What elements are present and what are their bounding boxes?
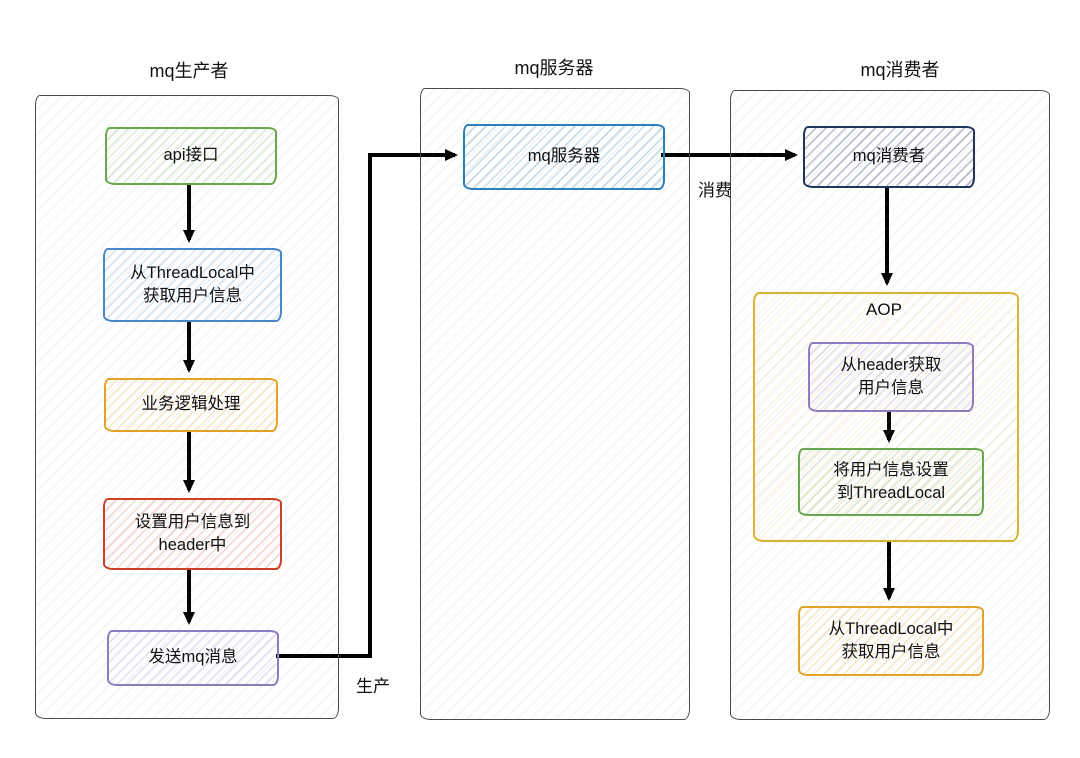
node-final-get-threadlocal: 从ThreadLocal中 获取用户信息 xyxy=(798,606,984,676)
node-set-header: 设置用户信息到 header中 xyxy=(103,498,282,570)
consumer-frame xyxy=(730,90,1050,720)
node-mq-server: mq服务器 xyxy=(463,124,665,190)
server-frame xyxy=(420,88,690,720)
consume-edge-label: 消费 xyxy=(698,181,732,200)
server-title: mq服务器 xyxy=(514,58,594,78)
producer-frame xyxy=(35,95,339,719)
produce-edge-label: 生产 xyxy=(356,677,390,696)
consumer-title: mq消费者 xyxy=(860,60,940,80)
node-send-mq: 发送mq消息 xyxy=(107,630,279,686)
aop-title: AOP xyxy=(866,300,902,319)
node-api: api接口 xyxy=(105,127,277,185)
aop-frame xyxy=(753,292,1019,542)
node-mq-consumer: mq消费者 xyxy=(803,126,975,188)
node-get-threadlocal: 从ThreadLocal中 获取用户信息 xyxy=(103,248,282,322)
node-get-from-header: 从header获取 用户信息 xyxy=(808,342,974,412)
node-set-threadlocal: 将用户信息设置 到ThreadLocal xyxy=(798,448,984,516)
node-business-logic: 业务逻辑处理 xyxy=(104,378,278,432)
producer-title: mq生产者 xyxy=(149,61,229,81)
